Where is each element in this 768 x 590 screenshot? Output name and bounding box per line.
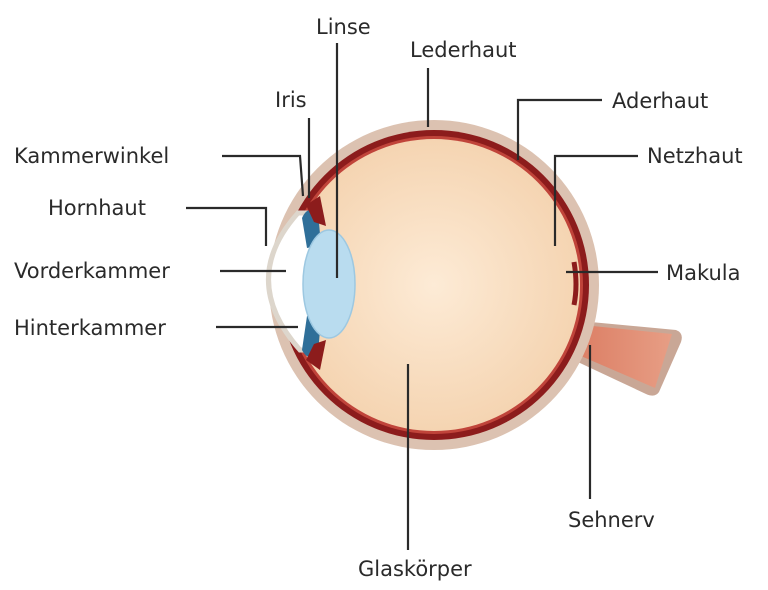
label-iris: Iris	[275, 88, 307, 112]
aderhaut-leader	[518, 100, 602, 160]
label-netzhaut: Netzhaut	[647, 144, 743, 168]
label-hinterkammer: Hinterkammer	[14, 316, 166, 340]
label-linse: Linse	[316, 15, 371, 39]
hornhaut-leader	[186, 208, 266, 246]
kammerwinkel-leader	[222, 156, 303, 196]
lens-shape	[303, 230, 355, 338]
label-hornhaut: Hornhaut	[48, 196, 146, 220]
label-lederhaut: Lederhaut	[410, 38, 517, 62]
label-aderhaut: Aderhaut	[612, 89, 708, 113]
label-kammerwinkel: Kammerwinkel	[14, 144, 169, 168]
label-glaskoerper: Glaskörper	[358, 557, 472, 581]
label-makula: Makula	[666, 261, 741, 285]
label-sehnerv: Sehnerv	[568, 508, 655, 532]
macula-shape	[574, 262, 576, 305]
label-vorderkammer: Vorderkammer	[14, 259, 170, 283]
